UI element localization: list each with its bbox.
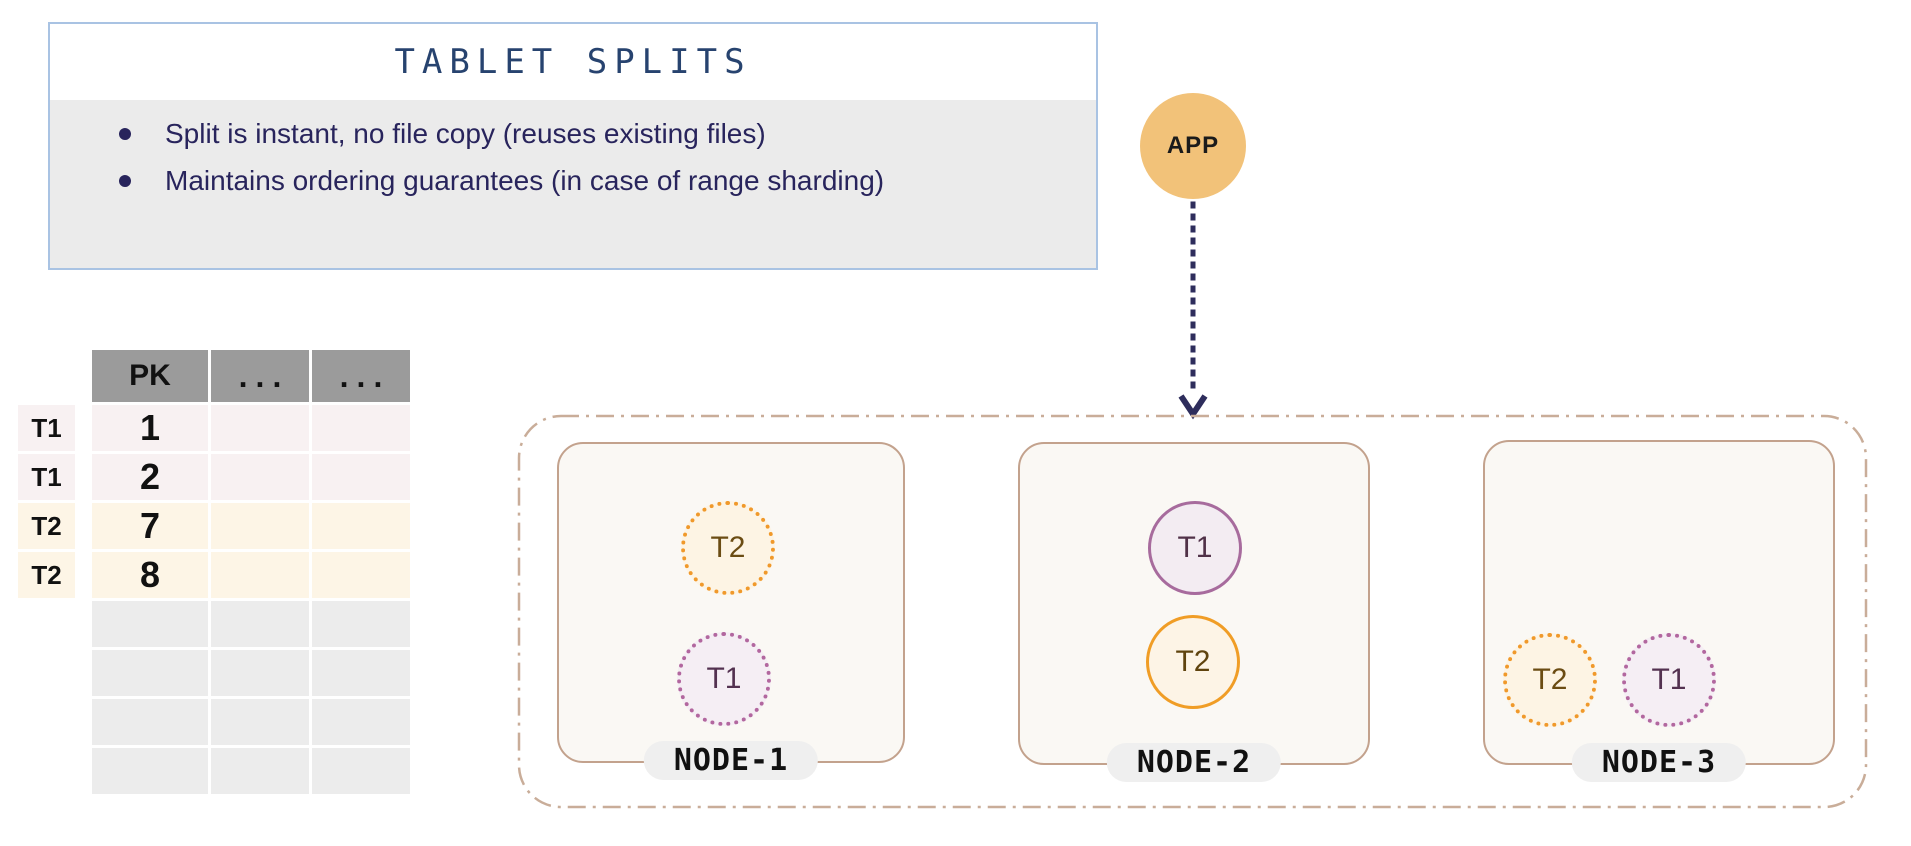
info-panel: TABLET SPLITS Split is instant, no file … [48,22,1098,270]
row-label: T2 [18,503,75,549]
row-label: T1 [18,454,75,500]
row-label: T2 [18,552,75,598]
node-label: NODE-3 [1571,743,1747,782]
table-row [92,650,410,696]
info-panel-title: TABLET SPLITS [50,24,1096,100]
table-cell [312,748,410,794]
node-label: NODE-1 [643,741,819,780]
table-cell [211,699,309,745]
table-row: 2 [92,454,410,500]
table-row [92,699,410,745]
row-label: T1 [18,405,75,451]
table-cell [312,552,410,598]
table-header-cell: ... [211,350,309,402]
tablet-t2: T2 [1503,633,1597,727]
table-cell [211,650,309,696]
table-row: 8 [92,552,410,598]
table-cell-pk: 1 [92,405,208,451]
tablet-t1: T1 [677,632,771,726]
app-circle: APP [1140,93,1246,199]
table-cell [312,601,410,647]
table-cell-pk [92,650,208,696]
app-to-cluster-arrow-icon [1178,201,1208,420]
table-row [92,748,410,794]
table-cell [312,454,410,500]
info-panel-content: Split is instant, no file copy (reuses e… [50,100,1096,268]
table-cell-pk [92,748,208,794]
table-header-cell: ... [312,350,410,402]
tablet-t1: T1 [1148,501,1242,595]
table-row: 7 [92,503,410,549]
tablet-t1: T1 [1622,633,1716,727]
table-cell-pk: 2 [92,454,208,500]
app-label: APP [1166,132,1220,159]
table-cell-pk: 7 [92,503,208,549]
table-cell-pk [92,601,208,647]
table-cell-pk: 8 [92,552,208,598]
table-cell [312,503,410,549]
table-cell [211,748,309,794]
table-cell [312,650,410,696]
table-cell [312,699,410,745]
table-cell-pk [92,699,208,745]
table-cell [211,503,309,549]
table-row [92,601,410,647]
node-label: NODE-2 [1106,743,1282,782]
table-cell [211,552,309,598]
table-header-cell: PK [92,350,208,402]
info-bullet: Split is instant, no file copy (reuses e… [119,112,1066,155]
tablet-t2: T2 [681,501,775,595]
table-row: 1 [92,405,410,451]
table-cell [312,405,410,451]
info-bullet-list: Split is instant, no file copy (reuses e… [50,112,1096,203]
table-cell [211,601,309,647]
table-cell [211,454,309,500]
table-cell [211,405,309,451]
tablet-t2: T2 [1146,615,1240,709]
table-header-row: PK...... [92,350,410,402]
info-bullet: Maintains ordering guarantees (in case o… [119,159,1066,202]
